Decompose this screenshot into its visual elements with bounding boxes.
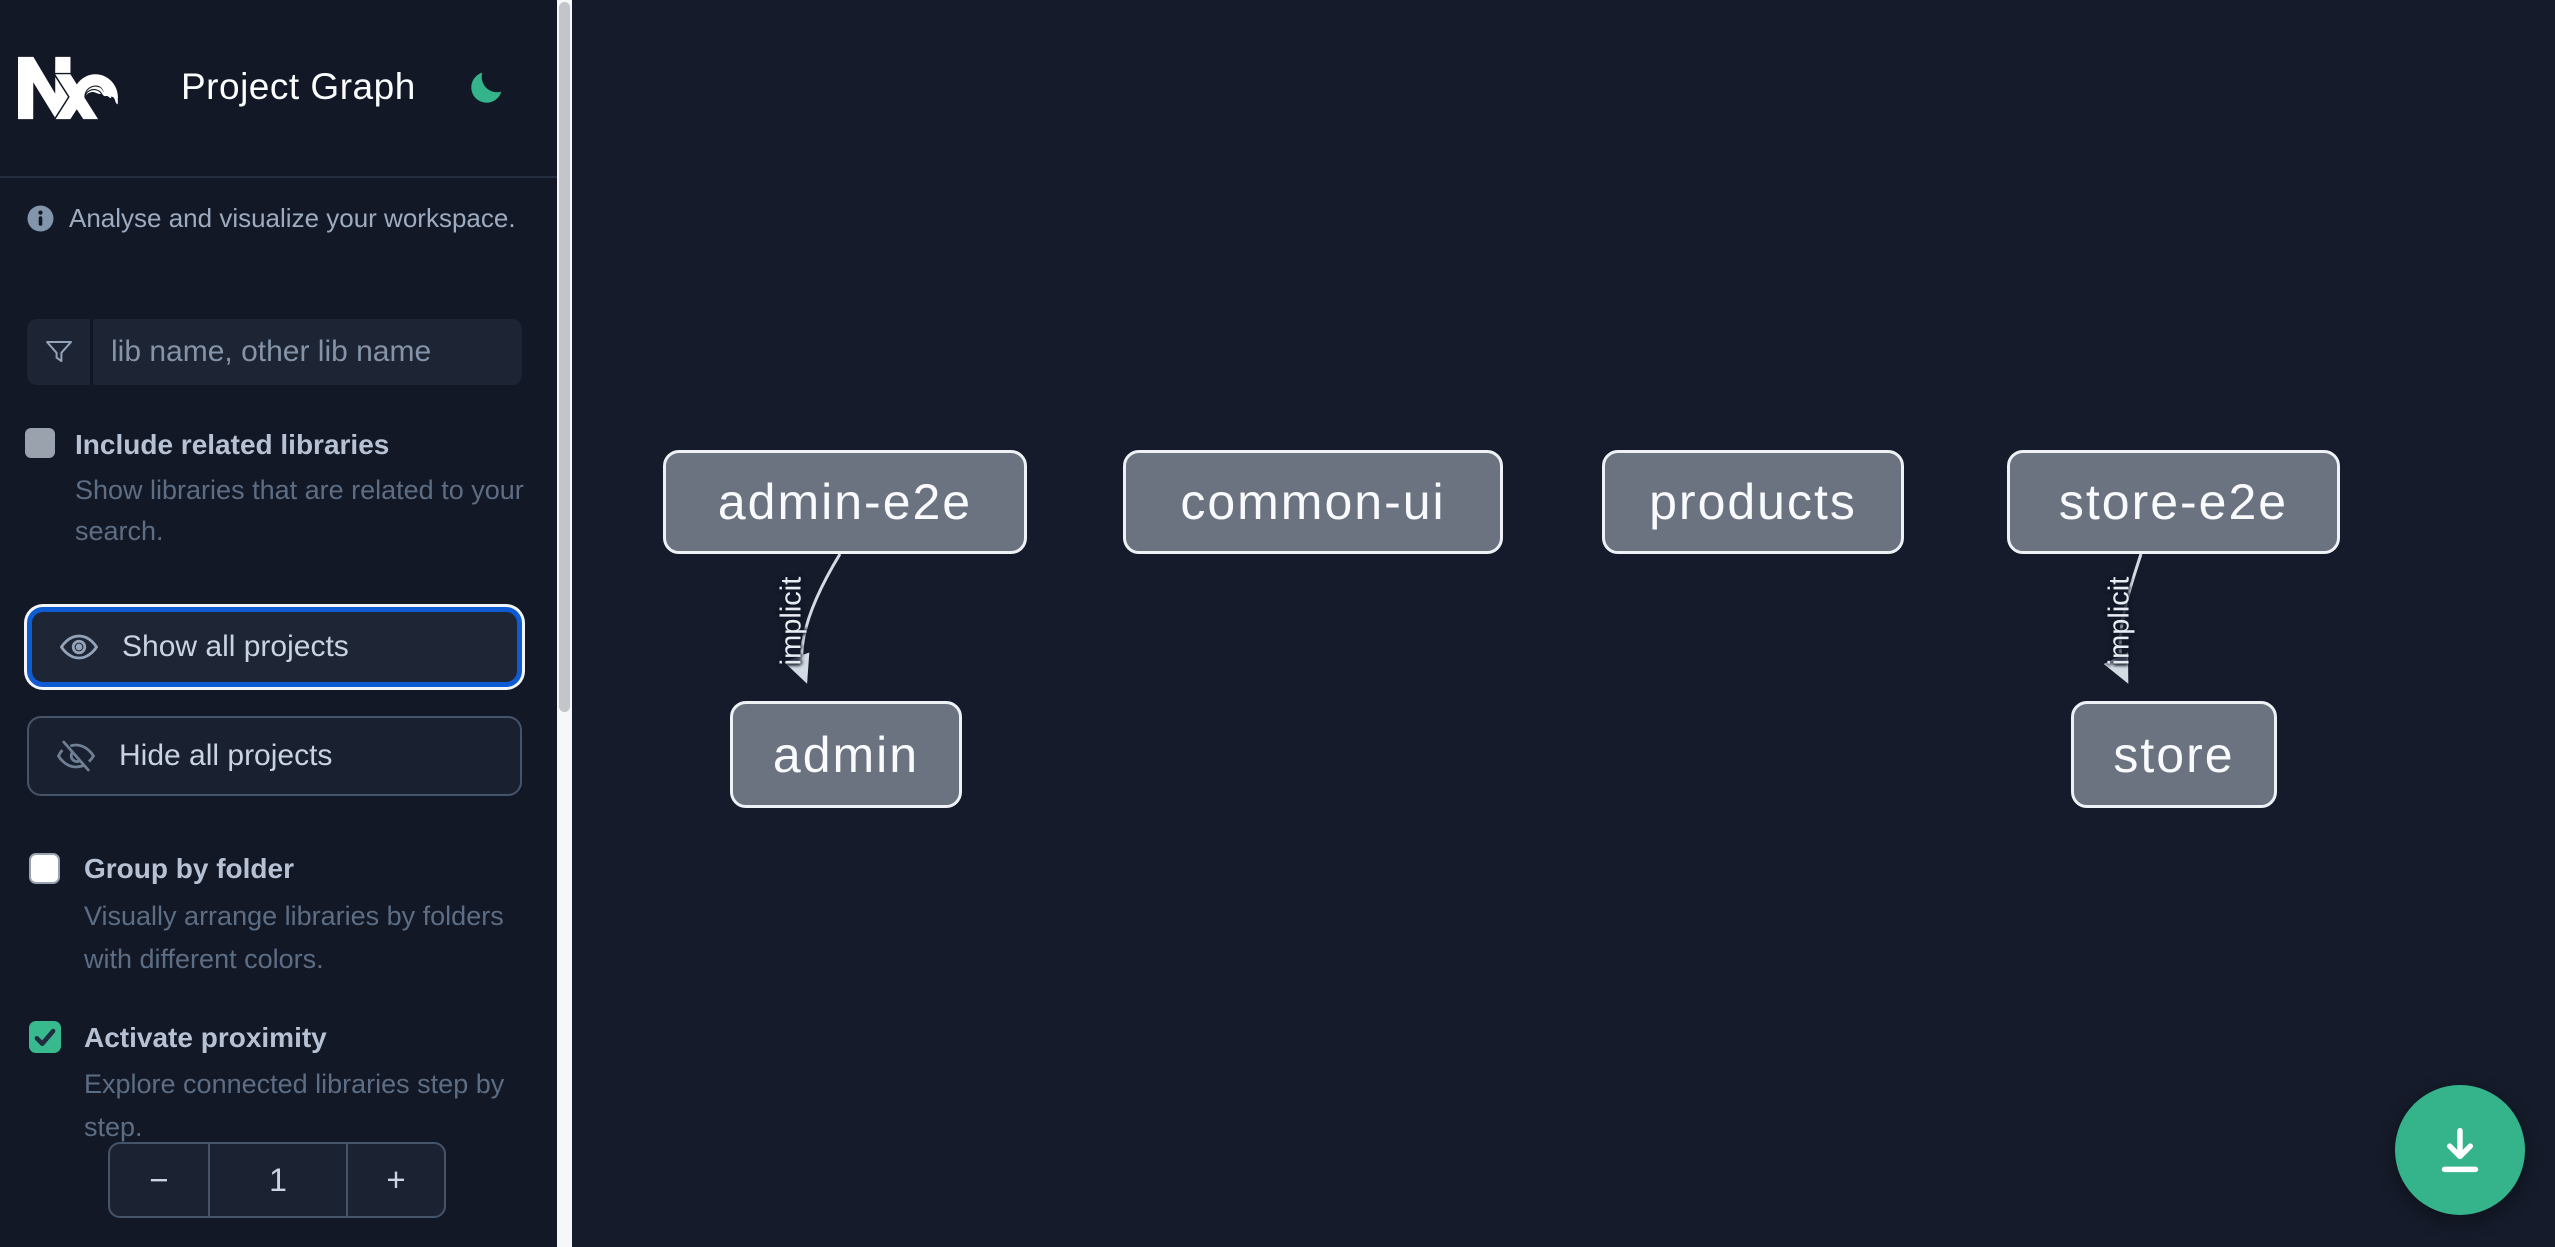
show-all-projects-button[interactable]: Show all projects xyxy=(27,607,522,687)
sidebar: Project Graph Analyse and visualize your… xyxy=(0,0,557,1247)
filter-input[interactable] xyxy=(93,319,522,385)
hide-all-projects-button[interactable]: Hide all projects xyxy=(27,716,522,796)
project-node-store-e2e[interactable]: store-e2e xyxy=(2007,450,2340,554)
hide-all-projects-label: Hide all projects xyxy=(119,739,333,772)
project-node-common-ui[interactable]: common-ui xyxy=(1123,450,1503,554)
edge-admin-e2e-to-admin[interactable] xyxy=(784,553,842,684)
include-related-label: Include related libraries xyxy=(75,429,390,460)
proximity-increment-button[interactable]: + xyxy=(386,1161,406,1198)
project-node-label: admin xyxy=(772,726,920,783)
tagline-row: Analyse and visualize your workspace. xyxy=(27,203,516,234)
activate-proximity-description: Explore connected libraries step by step… xyxy=(84,1069,505,1142)
edge-store-e2e-to-store[interactable] xyxy=(2103,553,2143,684)
eye-off-icon xyxy=(56,740,96,772)
checkbox-activate-proximity[interactable] xyxy=(29,1021,61,1053)
project-node-products[interactable]: products xyxy=(1602,450,1904,554)
proximity-value[interactable]: 1 xyxy=(208,1144,348,1216)
show-all-projects-label: Show all projects xyxy=(122,630,349,663)
info-icon xyxy=(27,205,54,232)
group-by-folder-label: Group by folder xyxy=(84,853,294,884)
project-node-store[interactable]: store xyxy=(2071,701,2277,808)
sidebar-scrollbar-thumb[interactable] xyxy=(559,2,570,712)
project-node-admin-e2e[interactable]: admin-e2e xyxy=(663,450,1027,554)
project-node-label: store-e2e xyxy=(2058,474,2289,530)
proximity-decrement-button[interactable]: − xyxy=(149,1161,169,1198)
project-node-label: admin-e2e xyxy=(717,474,973,530)
edge-label-implicit[interactable]: implicit xyxy=(775,576,808,666)
filter-input-group xyxy=(27,319,522,385)
checkbox-include-related-libraries[interactable] xyxy=(25,428,55,458)
project-node-label: common-ui xyxy=(1180,474,1446,530)
funnel-icon xyxy=(27,319,93,385)
edge-label-implicit[interactable]: implicit xyxy=(2103,576,2136,666)
nx-logo-icon xyxy=(18,56,118,120)
proximity-stepper: − 1 + xyxy=(108,1142,446,1218)
tagline-text: Analyse and visualize your workspace. xyxy=(69,203,516,233)
group-by-folder-description: Visually arrange libraries by folders wi… xyxy=(84,901,504,974)
eye-icon xyxy=(59,634,99,660)
sidebar-header: Project Graph xyxy=(0,0,557,178)
graph-canvas[interactable] xyxy=(572,0,2555,1247)
project-node-label: store xyxy=(2113,726,2235,783)
project-node-admin[interactable]: admin xyxy=(730,701,962,808)
activate-proximity-label: Activate proximity xyxy=(84,1022,327,1053)
moon-icon[interactable] xyxy=(466,68,506,108)
checkmark-icon xyxy=(34,1028,56,1046)
download-icon xyxy=(2441,1127,2479,1173)
page-title: Project Graph xyxy=(181,66,416,107)
download-graph-button[interactable] xyxy=(2395,1085,2525,1215)
sidebar-scrollbar-track[interactable] xyxy=(557,0,572,1247)
checkbox-group-by-folder[interactable] xyxy=(29,853,60,884)
include-related-description: Show libraries that are related to your … xyxy=(75,475,524,546)
project-node-label: products xyxy=(1649,474,1857,530)
